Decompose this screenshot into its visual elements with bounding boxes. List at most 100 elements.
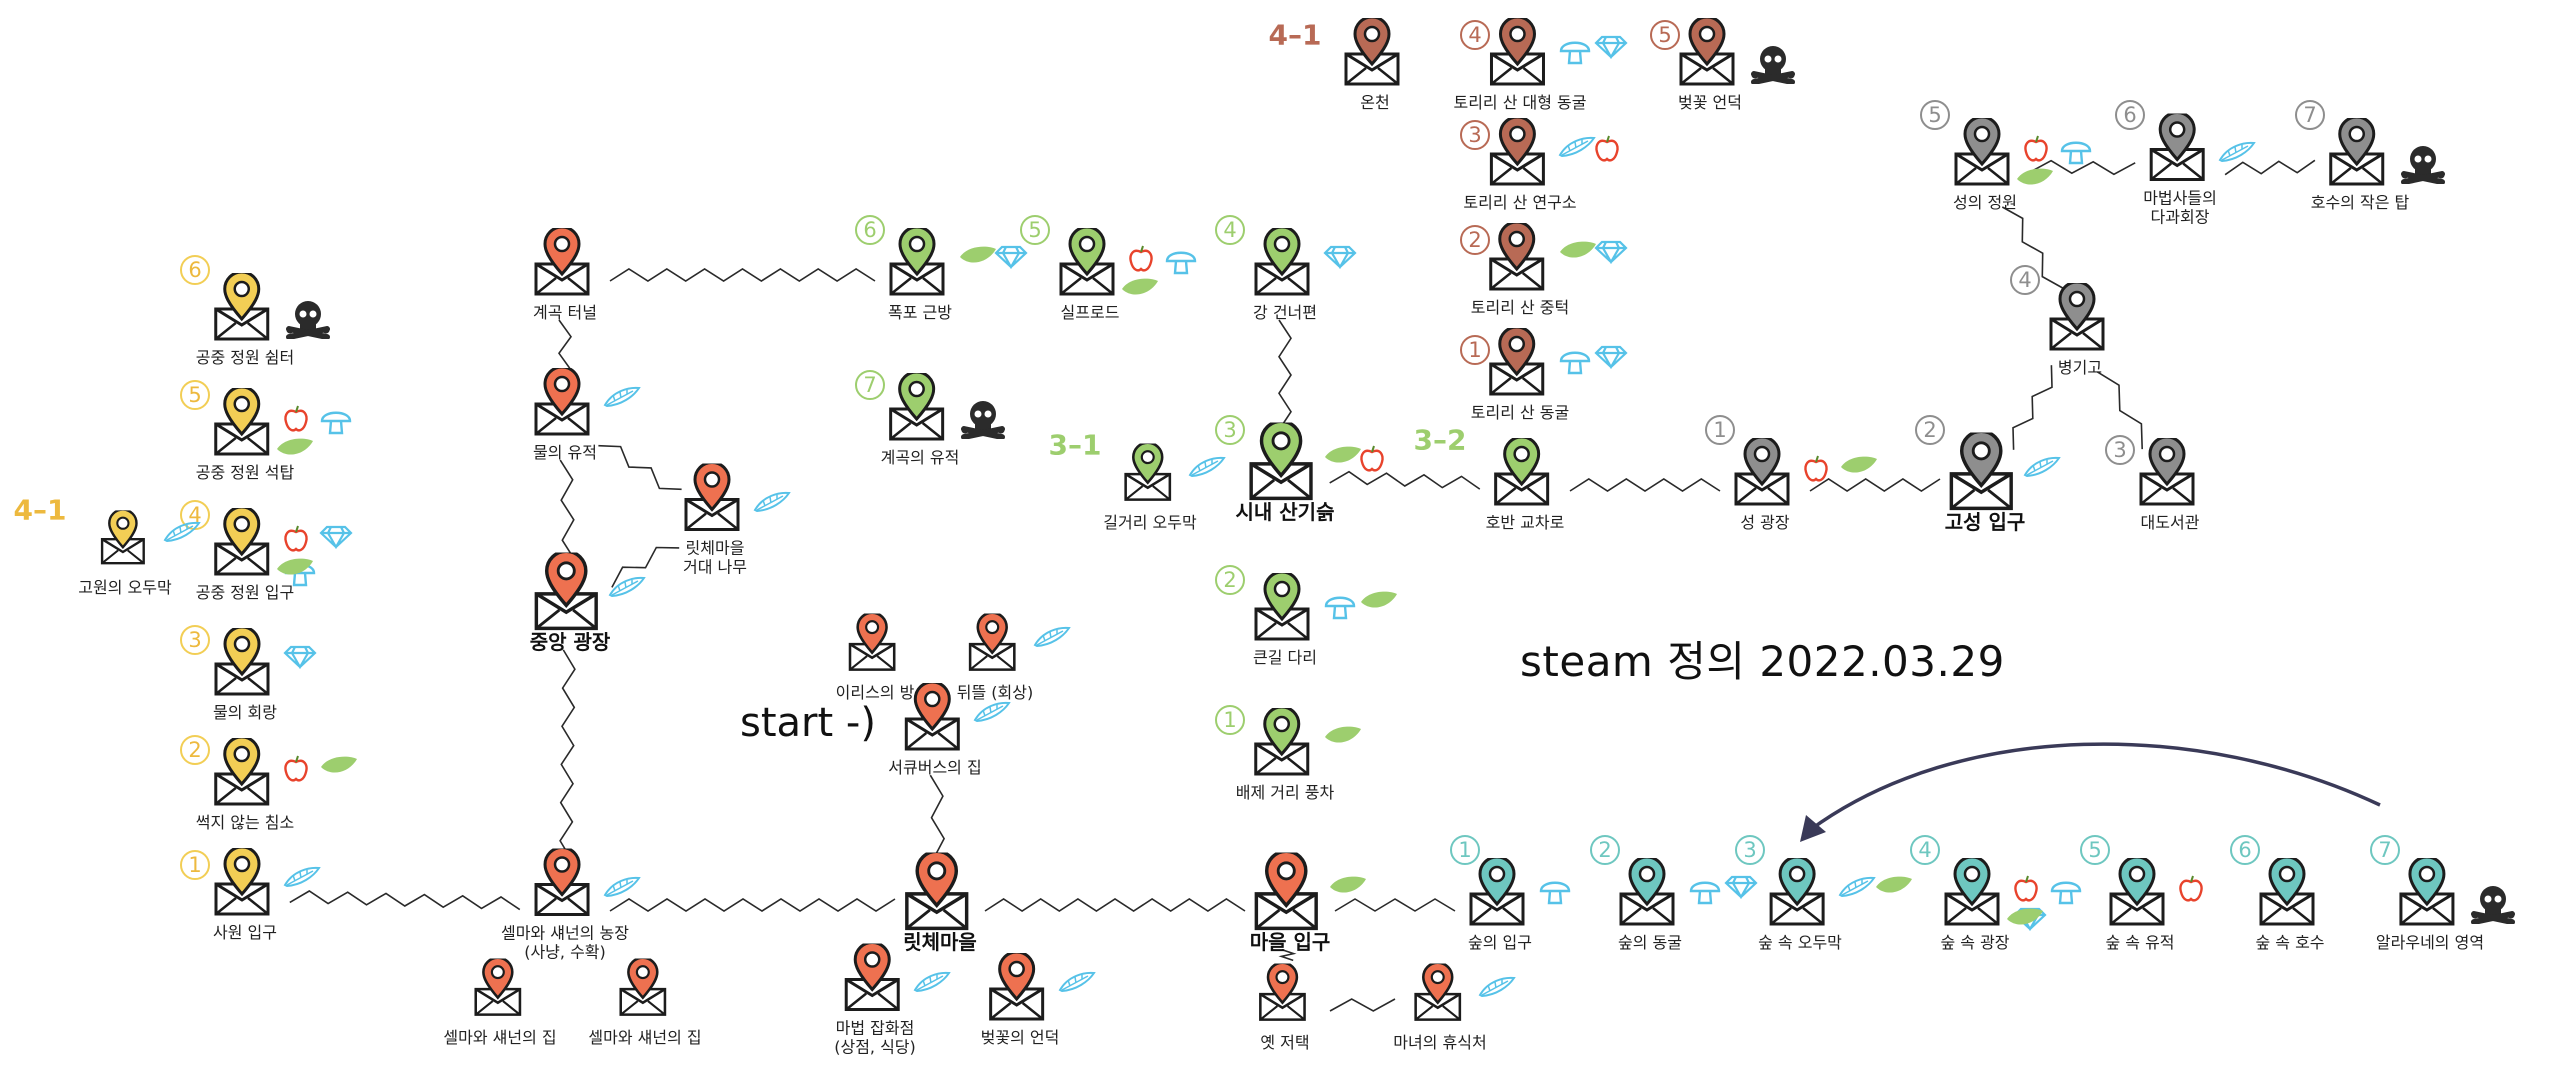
- location-label: 토리리 산 대형 동굴: [1453, 93, 1587, 112]
- route-line: [609, 268, 876, 282]
- apple-icon: [1128, 245, 1154, 277]
- location-castle-garden[interactable]: 성의 정원: [1950, 115, 2020, 212]
- location-label: 토리리 산 연구소: [1463, 193, 1577, 212]
- location-big-bridge[interactable]: 큰길 다리: [1250, 570, 1320, 667]
- route-line: [558, 319, 572, 371]
- location-village-gate[interactable]: 마을 입구: [1250, 849, 1330, 952]
- location-forest-lake[interactable]: 숲 속 호수: [2255, 855, 2325, 952]
- stage-badge: 4–1: [13, 493, 67, 527]
- location-forest-cave[interactable]: 숲의 동굴: [1615, 855, 1685, 952]
- location-label: 사원 입구: [213, 923, 277, 942]
- stage-badge: 2: [1915, 415, 1945, 445]
- feather-icon: [973, 700, 1011, 728]
- location-gowon-odumak[interactable]: 고원의 오두막: [78, 503, 172, 597]
- stage-badge: 5: [2080, 835, 2110, 865]
- location-great-library[interactable]: 대도서관: [2135, 435, 2205, 532]
- location-forest-square[interactable]: 숲 속 광장: [1940, 855, 2010, 952]
- location-seqbus-house[interactable]: 서큐버스의 집: [888, 680, 982, 777]
- route-line: [2224, 159, 2316, 176]
- location-gongjung-seoktap[interactable]: 공중 정원 석탑: [196, 385, 294, 482]
- location-forest-entry[interactable]: 숲의 입구: [1465, 855, 1535, 952]
- location-old-house[interactable]: 옛 저택: [1250, 958, 1320, 1052]
- map-pin-icon: [530, 225, 600, 302]
- location-cherry-hill-torr[interactable]: 벚꽃 언덕: [1675, 15, 1745, 112]
- location-label: 공중 정원 쉼터: [195, 348, 295, 367]
- location-witch-rest[interactable]: 마녀의 휴식처: [1393, 958, 1487, 1052]
- location-torr-cave[interactable]: 토리리 산 동굴: [1471, 325, 1569, 422]
- location-silfrod[interactable]: 실프로드: [1055, 225, 1125, 322]
- mushroom-icon: [1558, 35, 1592, 71]
- map-pin-icon: [2255, 855, 2325, 932]
- location-torr-lab[interactable]: 토리리 산 연구소: [1463, 115, 1577, 212]
- map-pin-icon: [210, 735, 280, 812]
- feather-icon: [608, 575, 646, 603]
- location-label: 폭포 근방: [888, 303, 952, 322]
- location-selma-farm[interactable]: 셀마와 섀넌의 농장(사냥, 수확): [501, 846, 629, 962]
- location-lake-carriage[interactable]: 호반 교차로: [1486, 435, 1564, 532]
- location-castle-square[interactable]: 성 광장: [1730, 435, 1800, 532]
- location-label: 벚꽃의 언덕: [980, 1028, 1060, 1047]
- map-pin-icon: [1250, 705, 1320, 782]
- location-lake-tower[interactable]: 호수의 작은 탑: [2311, 115, 2409, 212]
- location-alraune[interactable]: 알라우네의 영역: [2376, 855, 2484, 952]
- location-mului-hoerang[interactable]: 물의 회랑: [210, 625, 280, 722]
- map-pin-icon: [97, 508, 153, 569]
- route-line: [2012, 365, 2053, 450]
- stage-badge: 2: [180, 735, 210, 765]
- location-jungang-gwangjang[interactable]: 중앙 광장: [530, 549, 610, 652]
- location-gyegok-yujeok[interactable]: 계곡의 유적: [881, 370, 959, 467]
- feather-icon: [2023, 455, 2061, 483]
- map-pin-icon: [210, 625, 280, 702]
- location-cherry-hill-vil[interactable]: 벚꽃의 언덕: [980, 950, 1060, 1047]
- location-hot-spring[interactable]: 온천: [1340, 15, 1410, 112]
- location-magic-shop[interactable]: 마법 잡화점(상점, 식당): [834, 941, 916, 1057]
- location-street-hut[interactable]: 길거리 오두막: [1103, 438, 1197, 532]
- location-selma-house2[interactable]: 셀마와 섀넌의 집: [588, 953, 702, 1047]
- location-sawon-ipgu[interactable]: 사원 입구: [210, 845, 280, 942]
- location-selma-house1[interactable]: 셀마와 섀넌의 집: [443, 953, 557, 1047]
- feather-icon: [1058, 970, 1096, 998]
- location-backyard[interactable]: 뒤뜰 (회상): [957, 608, 1033, 702]
- map-pin-icon: [210, 505, 280, 582]
- location-label: 병기고: [2057, 358, 2103, 377]
- location-gyegok-tunnel[interactable]: 계곡 터널: [530, 225, 600, 322]
- location-city-foot[interactable]: 시내 산기슭: [1236, 419, 1334, 522]
- leaf-icon: [1359, 590, 1399, 616]
- location-gongjung-shimteo[interactable]: 공중 정원 쉼터: [195, 270, 295, 367]
- map-pin-icon: [1485, 115, 1555, 192]
- route-line: [984, 898, 1246, 912]
- feather-icon: [1478, 975, 1516, 1003]
- location-castle-entry[interactable]: 고성 입구: [1945, 429, 2025, 532]
- location-litche[interactable]: 릿체마을: [903, 849, 977, 952]
- location-waterfall[interactable]: 폭포 근방: [885, 225, 955, 322]
- map-pin-icon: [2145, 111, 2215, 188]
- gem-icon: [1724, 875, 1758, 903]
- location-gongjung-ipgu[interactable]: 공중 정원 입구: [196, 505, 294, 602]
- location-river-cross[interactable]: 강 건너편: [1250, 225, 1320, 322]
- mushroom-icon: [1323, 590, 1357, 626]
- location-barracks[interactable]: 병기고: [2045, 280, 2115, 377]
- location-torr-mid[interactable]: 토리리 산 중턱: [1470, 220, 1570, 317]
- location-label: 토리리 산 중턱: [1470, 298, 1570, 317]
- route-line: [2029, 159, 2136, 176]
- apple-icon: [283, 755, 309, 787]
- location-mului-yujeok[interactable]: 물의 유적: [530, 365, 600, 462]
- feather-icon: [1838, 875, 1876, 903]
- map-pin-icon: [1615, 855, 1685, 932]
- location-label: 뒤뜰 (회상): [956, 683, 1034, 702]
- location-torr-bigcave[interactable]: 토리리 산 대형 동굴: [1453, 15, 1587, 112]
- location-forest-hut[interactable]: 숲 속 오두막: [1758, 855, 1842, 952]
- location-label: 큰길 다리: [1253, 648, 1317, 667]
- location-forest-ruins[interactable]: 숲 속 유적: [2105, 855, 2175, 952]
- location-iris-room[interactable]: 이리스의 방: [836, 608, 914, 702]
- stage-badge: 6: [855, 215, 885, 245]
- map-pin-icon: [885, 225, 955, 302]
- location-sseokji[interactable]: 썩지 않는 침소: [196, 735, 294, 832]
- feather-icon: [1558, 135, 1596, 163]
- location-street-stall[interactable]: 배제 거리 풍차: [1236, 705, 1334, 802]
- map-pin-icon: [985, 950, 1055, 1027]
